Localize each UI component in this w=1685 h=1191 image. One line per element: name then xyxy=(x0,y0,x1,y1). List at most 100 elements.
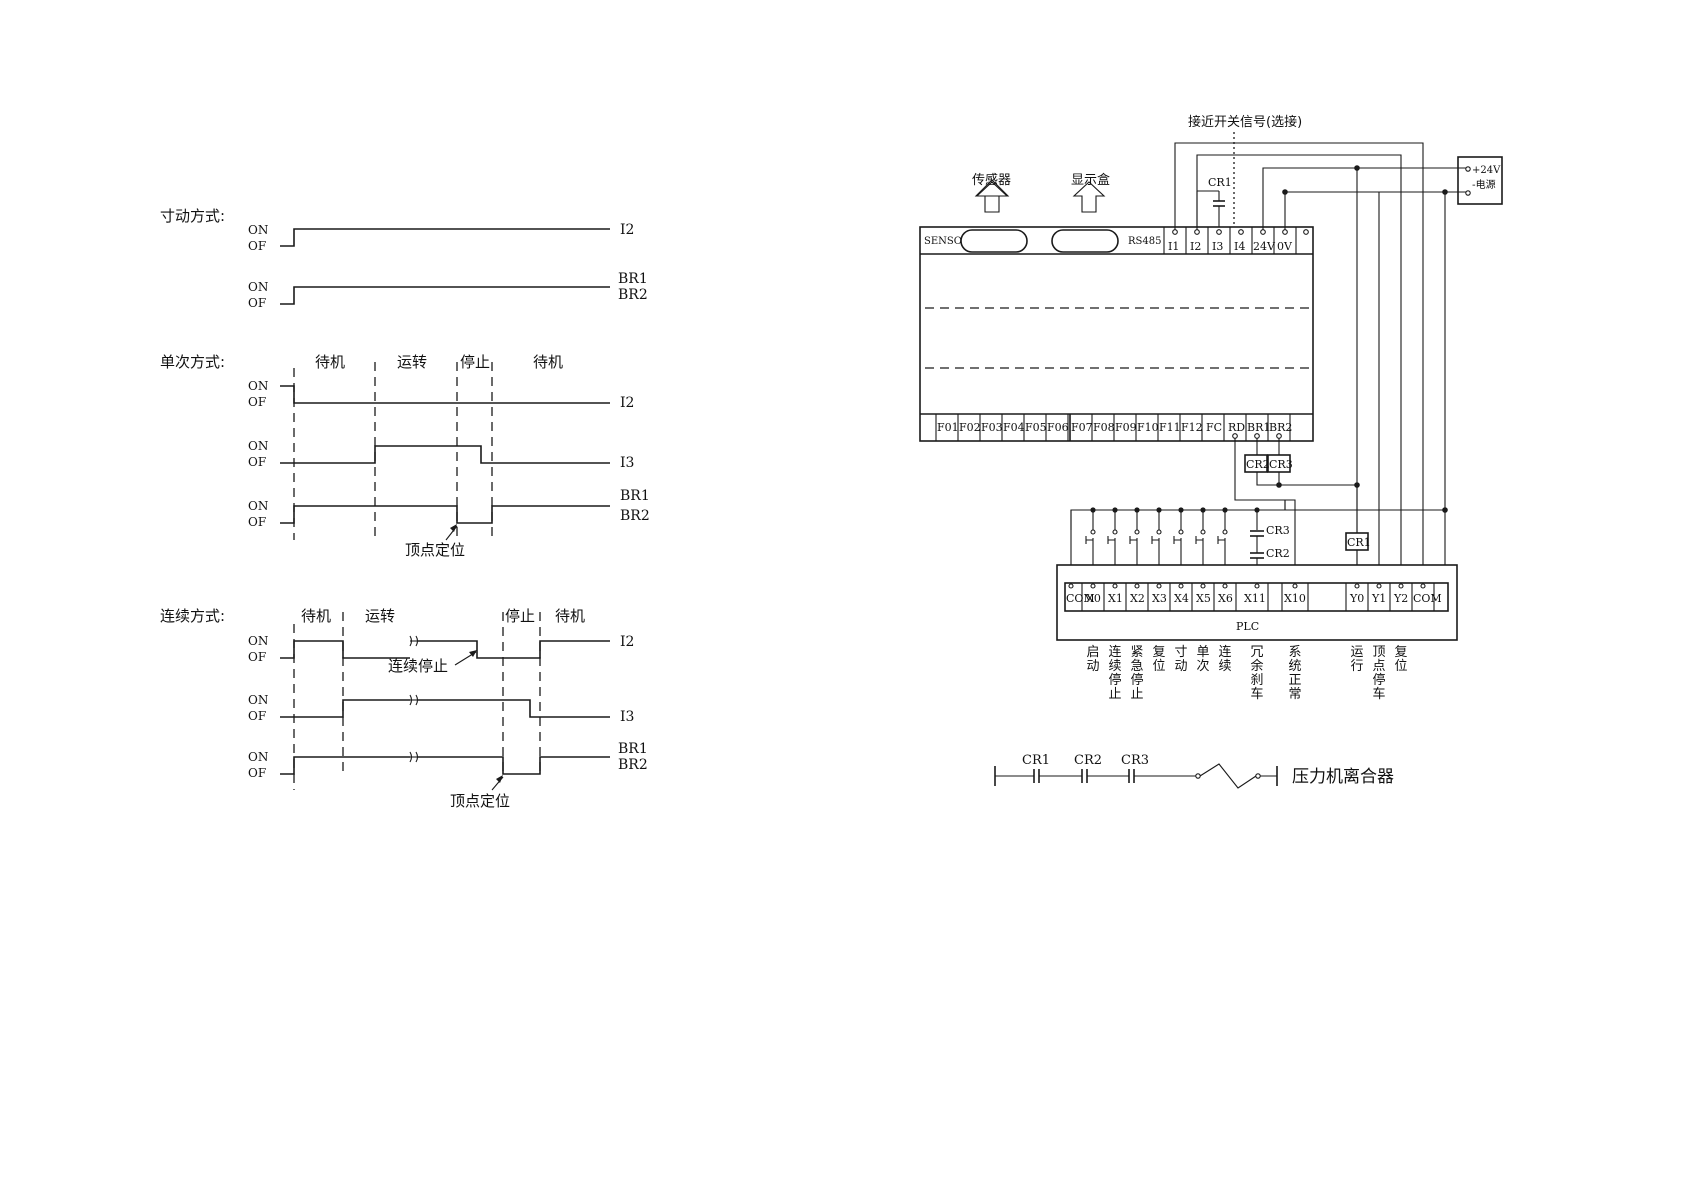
continuous-timing: 连续方式: 待机 运转 停止 待机 ON OF ON OF ON OF 连续停止 xyxy=(160,607,648,810)
plc-term-x0-dot xyxy=(1090,583,1096,589)
plc-in-x0: X0 xyxy=(1086,592,1101,605)
plc-label-run: 运行 xyxy=(1350,645,1363,674)
single-i2-on: ON xyxy=(248,379,268,393)
terminal-br1-screw xyxy=(1254,433,1260,439)
continuous-br-waveform-a xyxy=(280,756,410,775)
single-phase-standby: 待机 xyxy=(315,353,345,371)
terminal-0v-screw xyxy=(1282,229,1288,235)
continuous-phase-stop: 停止 xyxy=(505,607,535,625)
terminal-i3-screw xyxy=(1216,229,1222,235)
cr1-coil-label: CR1 xyxy=(1347,536,1371,549)
single-annotation-arrowhead xyxy=(450,524,457,532)
inching-br-on: ON xyxy=(248,280,268,294)
continuous-phase-run: 运转 xyxy=(365,607,395,625)
single-i2-waveform xyxy=(280,385,610,404)
plc-label-continuous: 连续 xyxy=(1218,644,1231,674)
plc-label-top-stop: 顶点停车 xyxy=(1372,645,1385,702)
wire-i1 xyxy=(1174,142,1424,583)
continuous-br1-label: BR1 xyxy=(618,741,648,757)
terminal-f04: F04 xyxy=(1003,421,1025,434)
contact-x5 xyxy=(1195,510,1204,585)
plc-term-y2-dot xyxy=(1398,583,1404,589)
cr2-coil xyxy=(1244,454,1268,473)
inching-br-of: OF xyxy=(248,296,266,310)
junction-0v-b xyxy=(1442,189,1448,195)
upper-wiring xyxy=(1174,142,1466,583)
single-i3-label: I3 xyxy=(620,455,634,471)
proximity-signal-label: 接近开关信号(选接) xyxy=(1188,114,1302,130)
clutch-coil-terminal-b xyxy=(1255,773,1261,779)
continuous-top-arrowhead xyxy=(496,775,503,783)
power-minus-terminal xyxy=(1465,190,1471,196)
rs485-connector xyxy=(1051,229,1119,253)
continuous-phase-standby-2: 待机 xyxy=(555,607,585,625)
wire-com-bus-feed xyxy=(1070,500,1286,530)
plc-io-labels: 启动 连续停止 紧急停止 复位 寸动 单次 连续 冗余刹车 系统正常 运行 顶点… xyxy=(1086,644,1407,702)
terminal-rd-screw xyxy=(1232,433,1238,439)
plc-term-x10-dot xyxy=(1292,583,1298,589)
contact-x5-dot xyxy=(1200,529,1206,535)
single-br-of: OF xyxy=(248,515,266,529)
continuous-stop-arrowhead xyxy=(469,650,477,657)
single-br1-label: BR1 xyxy=(620,488,650,504)
terminal-f07: F07 xyxy=(1071,421,1093,434)
contact-x4 xyxy=(1173,510,1182,585)
contact-x4-dot xyxy=(1178,529,1184,535)
wire-cr2-common xyxy=(1256,472,1357,486)
single-i3-on: ON xyxy=(248,439,268,453)
contact-x1 xyxy=(1107,510,1116,585)
plc-label-continuous-stop: 连续停止 xyxy=(1108,644,1121,702)
terminal-f09: F09 xyxy=(1115,421,1137,434)
continuous-br-waveform-b xyxy=(418,756,610,775)
wiring-diagram: 接近开关信号(选接) 传感器 显示盒 CR1 +24V -电源 SENSOR R… xyxy=(919,114,1503,789)
terminal-i4: I4 xyxy=(1234,240,1245,253)
single-phase-standby-2: 待机 xyxy=(533,353,563,371)
clutch-circuit: CR1 CR2 CR3 压力机离合器 xyxy=(994,753,1394,789)
single-i2-label: I2 xyxy=(620,395,634,411)
plc-label-start: 启动 xyxy=(1086,645,1099,674)
cr3-contact-label: CR3 xyxy=(1266,524,1290,537)
power-supply-box xyxy=(1457,156,1503,205)
sensor-connector xyxy=(960,229,1028,253)
terminal-f03: F03 xyxy=(981,421,1003,434)
clutch-coil-zigzag xyxy=(1199,763,1257,789)
controller-sensor-label: SENSOR xyxy=(924,236,970,247)
plc-in-x6: X6 xyxy=(1218,592,1233,605)
plc-input-contacts: CR3 CR2 CR1 xyxy=(1070,485,1448,585)
single-i3-waveform xyxy=(280,445,610,464)
plc-in-x5: X5 xyxy=(1196,592,1211,605)
clutch-cr2-label: CR2 xyxy=(1074,753,1102,768)
inching-i2-label: I2 xyxy=(620,222,634,238)
continuous-i3-of: OF xyxy=(248,709,266,723)
plc-label: PLC xyxy=(1236,620,1259,633)
sensor-arrow-label: 传感器 xyxy=(972,172,1011,188)
single-phase-run: 运转 xyxy=(397,353,427,371)
plc-out-com: COM xyxy=(1413,592,1442,605)
power-minus-label: -电源 xyxy=(1472,178,1496,191)
plc-term-y0-dot xyxy=(1354,583,1360,589)
inching-i2-waveform xyxy=(280,228,610,247)
cr1-top-label: CR1 xyxy=(1208,176,1232,189)
plc-label-reset-out: 复位 xyxy=(1394,645,1407,674)
single-phase-stop: 停止 xyxy=(460,353,490,371)
terminal-i1: I1 xyxy=(1168,240,1179,253)
single-br2-label: BR2 xyxy=(620,508,650,524)
terminal-f01: F01 xyxy=(937,421,959,434)
power-plus-terminal xyxy=(1465,166,1471,172)
plc-in-x3: X3 xyxy=(1152,592,1167,605)
plc-term-x3-dot xyxy=(1156,583,1162,589)
terminal-i1-screw xyxy=(1172,229,1178,235)
brake-relays: CR2 CR3 xyxy=(1070,438,1360,530)
plc-out-y1: Y1 xyxy=(1371,592,1386,605)
terminal-i2: I2 xyxy=(1190,240,1201,253)
junction-24v xyxy=(1354,165,1360,171)
cr2-contact-label: CR2 xyxy=(1266,547,1290,560)
plc-term-x6-dot xyxy=(1222,583,1228,589)
clutch-cr3-label: CR3 xyxy=(1121,753,1149,768)
plc-in-com: COM xyxy=(1066,592,1095,605)
continuous-i2-on: ON xyxy=(248,634,268,648)
continuous-i2-of: OF xyxy=(248,650,266,664)
continuous-i2-waveform-b xyxy=(418,640,610,659)
single-title: 单次方式: xyxy=(160,353,225,371)
